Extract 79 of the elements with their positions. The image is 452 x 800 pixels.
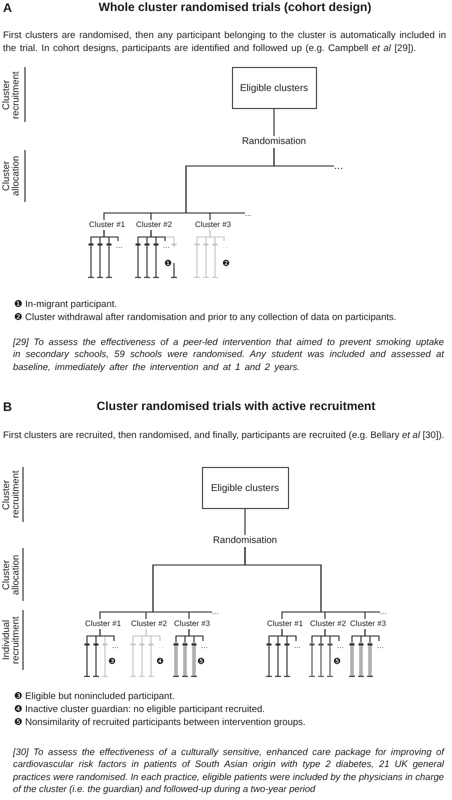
connector-line (188, 629, 204, 641)
note-text: ❶ In-migrant participant. (14, 299, 118, 311)
panel-heading: Cluster randomised trials with active recruitment (96, 399, 376, 414)
ellipsis: ... (116, 241, 123, 250)
footnote-text: [29] To assess the effectiveness of a peer-led intervention that aimed to prevent smoking uptake in secondary schools, 59 schools were randomised. Any student was included and assessed at baseline, immediately after the intervention and at 1 and 2 years. (13, 336, 444, 374)
connector-line (145, 629, 161, 641)
participant-timeline (84, 642, 90, 677)
ellipsis: ... (112, 641, 119, 650)
participant-timeline (173, 642, 179, 677)
note-text: ❷ Cluster withdrawal after randomisation and prior to any collection of data on participants. (14, 312, 396, 324)
participant-timeline (102, 642, 108, 677)
participant-timeline (266, 642, 272, 677)
ellipsis: ... (337, 641, 344, 650)
panel-letter: B (3, 400, 12, 414)
participant-timeline (97, 242, 103, 278)
stage-label: Cluster allocation (2, 154, 21, 198)
participant-timeline (212, 242, 218, 278)
callout-number: ❺ (197, 657, 205, 668)
participant-timeline (203, 242, 209, 278)
participant-timeline (106, 242, 112, 278)
participant-timeline (171, 242, 177, 278)
description-text: First clusters are randomised, then any participant belonging to the cluster is automatically included in the trial. In cohort designs, participants are identified and followed up (e.g. Campbell et al [29]). (3, 28, 446, 54)
participant-timeline (144, 242, 150, 278)
process-box: Eligible clusters (202, 467, 288, 509)
ellipsis: ... (245, 208, 252, 219)
callout-number: ❺ (333, 657, 341, 668)
description-text: First clusters are recruited, then randomised, and finally, participants are recruited (e.g. Bellary et al [30]). (3, 428, 446, 442)
stage-label: Cluster recruitment (2, 70, 21, 121)
participant-timeline (148, 642, 154, 677)
ellipsis: ... (163, 241, 170, 250)
panel-letter: A (3, 1, 12, 15)
participant-timeline (139, 642, 145, 677)
participant-timeline (358, 642, 364, 677)
ellipsis: ... (334, 160, 344, 172)
participant-timeline (130, 642, 136, 677)
ellipsis: ... (201, 641, 208, 650)
participant-timeline (194, 242, 200, 278)
connector-line (99, 629, 115, 641)
connector-line (103, 230, 119, 241)
connector-line (324, 629, 340, 641)
connector-line (364, 629, 380, 641)
participant-timeline (327, 642, 333, 677)
connector-line (244, 547, 380, 613)
participant-timeline (182, 642, 188, 677)
connector-line (244, 509, 246, 535)
participant-timeline (88, 242, 94, 278)
callout-number: ❶ (164, 259, 172, 270)
note-text: ❺ Nonsimilarity of recruited participants between intervention groups. (14, 717, 306, 729)
step-label: Randomisation (213, 535, 277, 547)
callout-number: ❹ (156, 657, 164, 668)
ellipsis: ... (380, 606, 387, 617)
participant-timeline (93, 642, 99, 677)
ellipsis: ... (158, 641, 165, 650)
footnote-text: [30] To assess the effectiveness of a culturally sensitive, enhanced care package for improving of cardiovascular risk factors in patients of South Asian origin with type 2 diabetes, 21 UK general practices were randomised. In each practice, eligible patients were included by the physicians in charge of the cluster (i.e. the guardian) and followed-up during a two-year period (13, 746, 444, 796)
callout-number: ❷ (222, 259, 230, 270)
participant-timeline (349, 642, 355, 677)
connector-line (273, 109, 275, 136)
ellipsis: ... (222, 241, 229, 250)
participant-timeline (284, 642, 290, 677)
callout-number: ❸ (108, 657, 116, 668)
panel-heading: Whole cluster randomised trials (cohort design) (98, 0, 372, 15)
stage-label: Cluster recruitment (2, 470, 21, 520)
participant-timeline (153, 242, 159, 278)
step-label: Randomisation (242, 136, 306, 148)
ellipsis: ... (294, 641, 301, 650)
ellipsis: ... (377, 641, 384, 650)
stage-label: Cluster allocation (2, 553, 21, 597)
participant-timeline (135, 242, 141, 278)
process-box: Eligible clusters (232, 67, 316, 109)
participant-timeline (318, 642, 324, 677)
ellipsis: ... (212, 606, 219, 617)
participant-timeline (275, 642, 281, 677)
stage-label: Individual recruitment (2, 615, 21, 666)
participant-timeline (309, 642, 315, 677)
note-text: ❹ Inactive cluster guardian: no eligible participant recruited. (14, 704, 265, 716)
participant-timeline (191, 642, 197, 677)
connector-line (281, 629, 297, 641)
participant-timeline (367, 642, 373, 677)
note-text: ❸ Eligible but nonincluded participant. (14, 691, 175, 703)
